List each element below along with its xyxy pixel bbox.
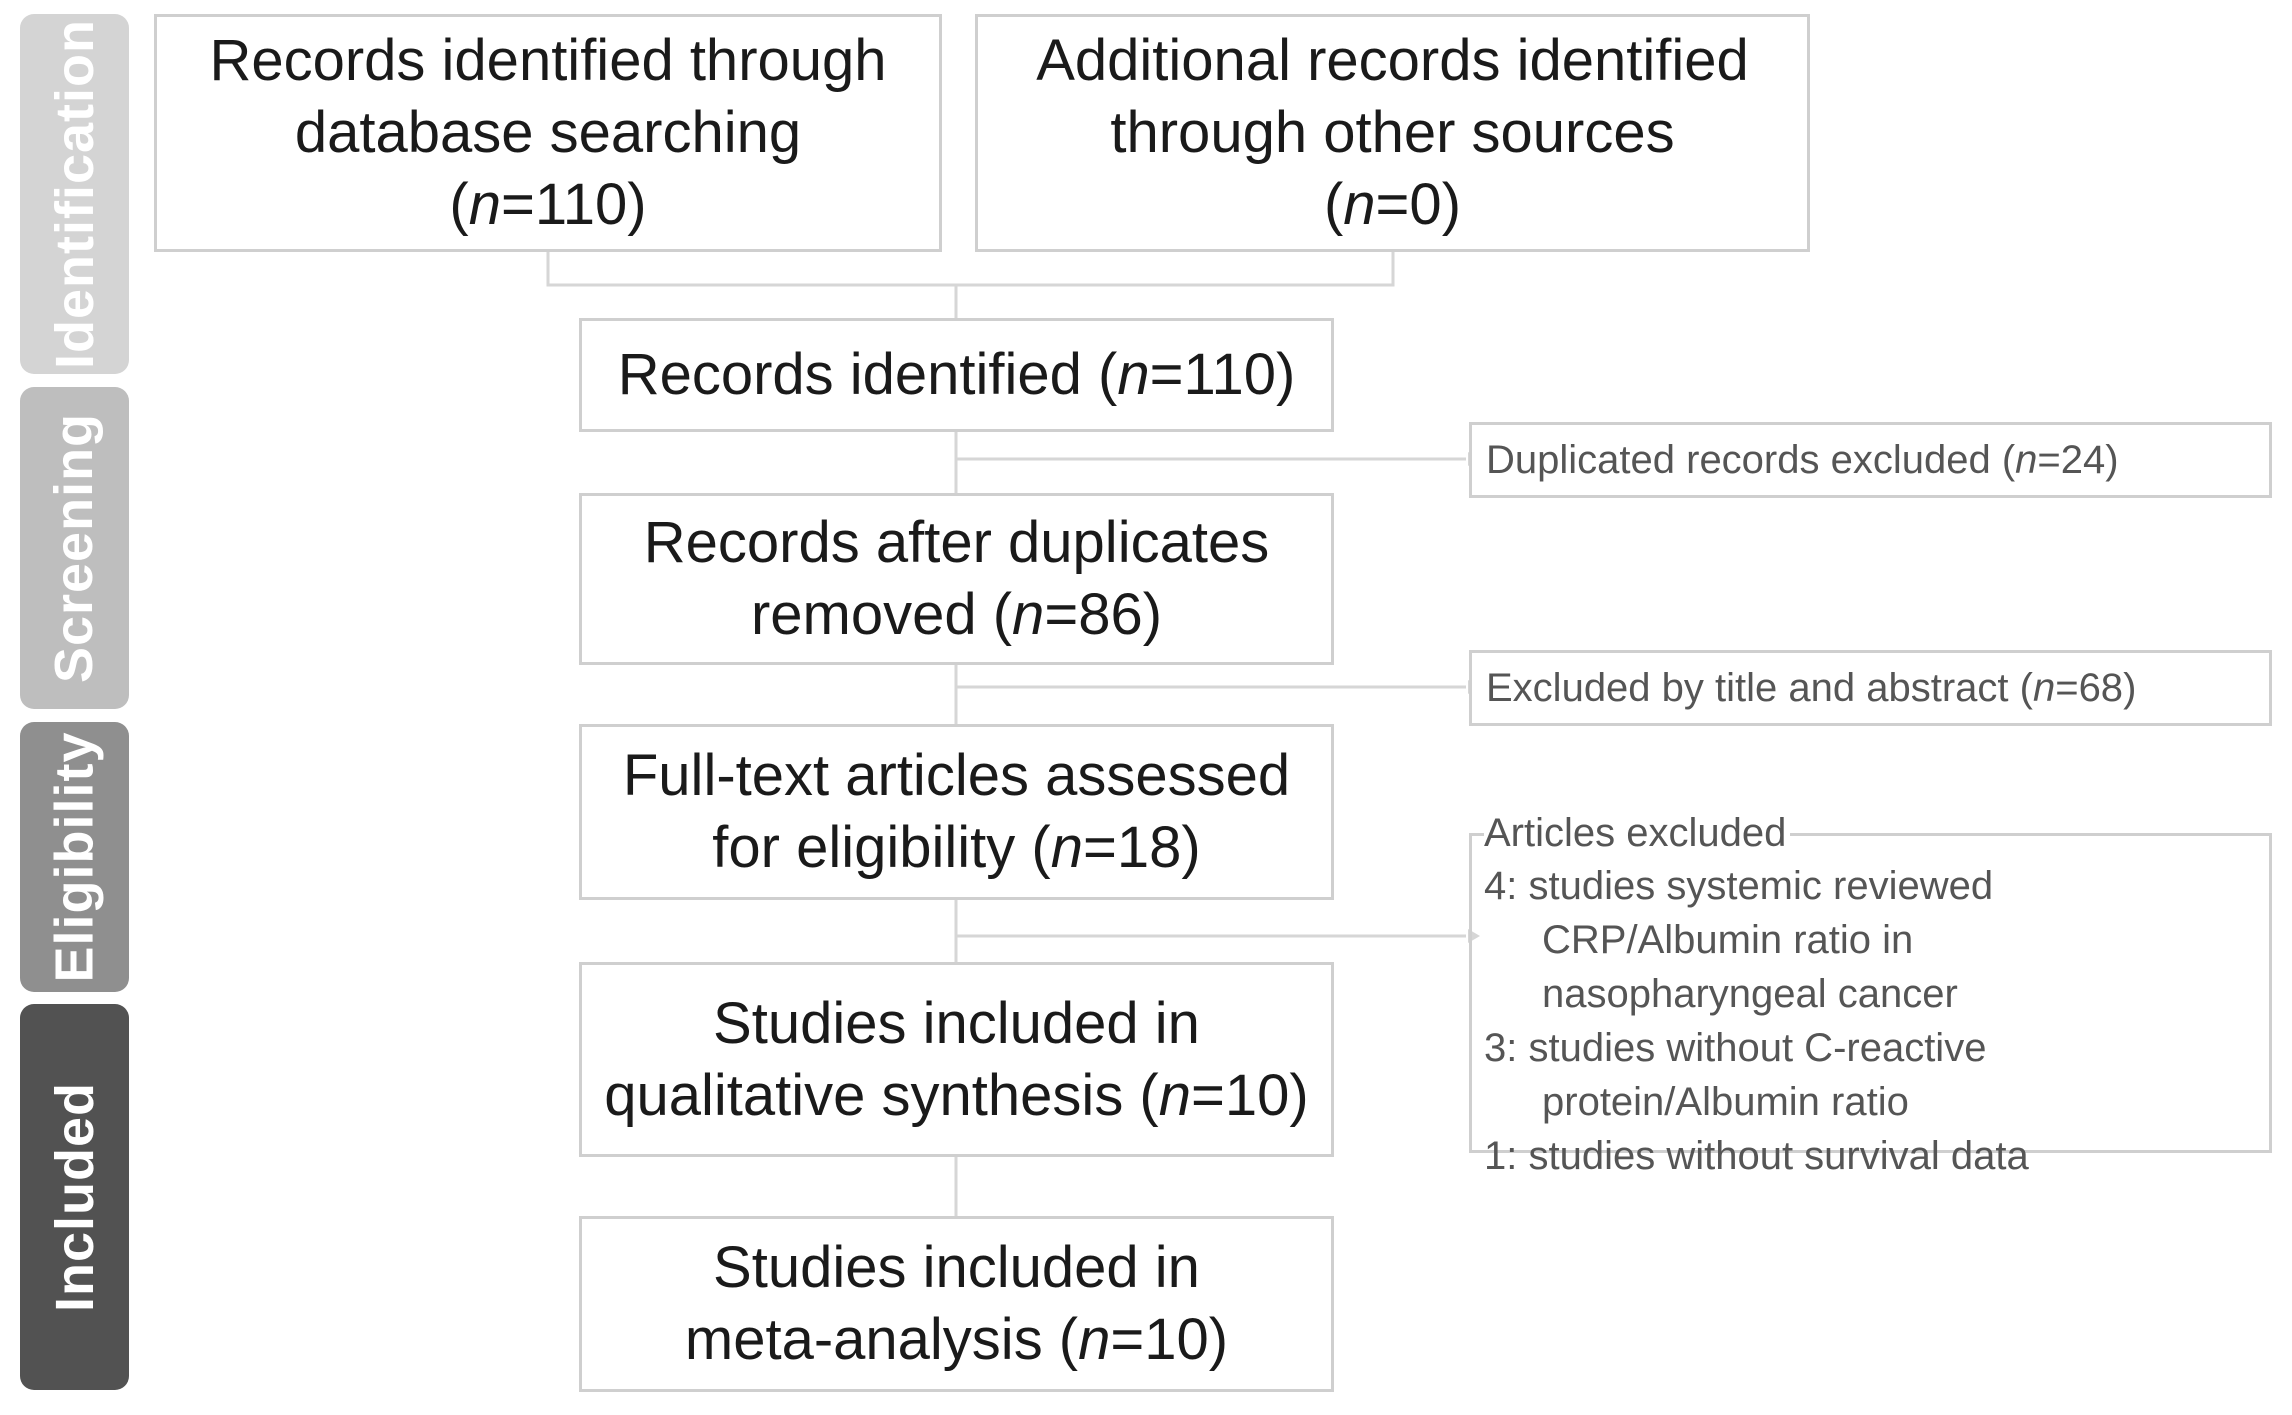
box-qual-line1: Studies included in <box>713 990 1200 1056</box>
box-database-line1: Records identified through <box>209 28 887 93</box>
box-other-sources: Additional records identified through ot… <box>975 14 1810 252</box>
box-database-records: Records identified through database sear… <box>154 14 942 252</box>
box-meta-analysis: Studies included in meta-analysis (n=10) <box>579 1216 1334 1392</box>
box-full-text: Full-text articles assessed for eligibil… <box>579 724 1334 900</box>
stage-identification-label: Identification <box>44 19 105 369</box>
box-qual-line2: qualitative synthesis (n=10) <box>604 1062 1309 1128</box>
duplicates-excluded-text: Duplicated records excluded (n=24) <box>1486 437 2119 482</box>
box-after-duplicates: Records after duplicates removed (n=86) <box>579 493 1334 665</box>
box-fulltext-line2: for eligibility (n=18) <box>712 815 1201 880</box>
box-title-abstract-excluded: Excluded by title and abstract (n=68) <box>1469 650 2272 726</box>
stage-screening: Screening <box>20 387 129 709</box>
connector-merge <box>546 252 1395 287</box>
box-meta-line1: Studies included in <box>713 1235 1200 1300</box>
box-afterdup-line2: removed (n=86) <box>750 582 1163 647</box>
excluded-item-1-line2: CRP/Albumin ratio in <box>1542 918 1914 962</box>
stage-included-label: Included <box>44 1081 105 1313</box>
excluded-item-2-line2: protein/Albumin ratio <box>1542 1080 1909 1124</box>
box-other-count: (n=0) <box>1323 172 1462 237</box>
stage-identification: Identification <box>20 14 129 374</box>
excluded-item-1-line3: nasopharyngeal cancer <box>1542 972 1958 1016</box>
title-abstract-excluded-text: Excluded by title and abstract (n=68) <box>1486 665 2137 710</box>
box-database-line2: database searching <box>294 100 802 165</box>
box-articles-excluded <box>1469 833 2272 1153</box>
box-identified-text: Records identified (n=110) <box>617 342 1296 407</box>
excluded-item-3-line1: 1: studies without survival data <box>1484 1134 2029 1178</box>
box-other-line1: Additional records identified <box>1036 28 1749 93</box>
articles-excluded-heading: Articles excluded <box>1484 807 1791 859</box>
articles-excluded-list: 4: studies systemic reviewed CRP/Albumin… <box>1484 805 2029 1183</box>
excluded-item-1-line1: 4: studies systemic reviewed <box>1484 864 1994 908</box>
stage-eligibility-label: Eligibility <box>44 731 105 983</box>
box-meta-line2: meta-analysis (n=10) <box>684 1307 1229 1372</box>
stage-screening-label: Screening <box>44 412 105 684</box>
excluded-item-2-line1: 3: studies without C-reactive <box>1484 1026 1987 1070</box>
box-records-identified: Records identified (n=110) <box>579 318 1334 432</box>
box-database-count: (n=110) <box>449 172 647 237</box>
box-afterdup-line1: Records after duplicates <box>643 510 1270 575</box>
box-qualitative-synthesis: Studies included in qualitative synthesi… <box>579 962 1334 1157</box>
stage-included: Included <box>20 1004 129 1390</box>
box-fulltext-line1: Full-text articles assessed <box>622 743 1291 808</box>
stage-eligibility: Eligibility <box>20 722 129 992</box>
box-other-line2: through other sources <box>1110 100 1675 165</box>
box-duplicates-excluded: Duplicated records excluded (n=24) <box>1469 422 2272 498</box>
